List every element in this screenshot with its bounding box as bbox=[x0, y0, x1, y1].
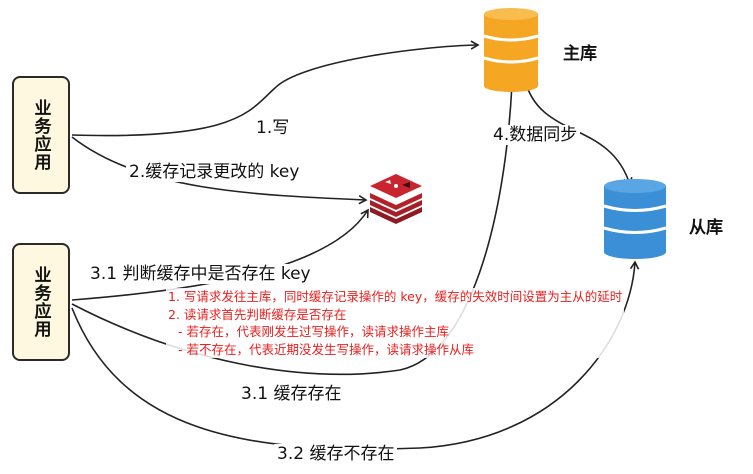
business-app-1-label: 业务应用 bbox=[30, 99, 51, 171]
explanation-note: 1. 写请求发往主库，同时缓存记录操作的 key，缓存的失效时间设置为主从的延时… bbox=[166, 288, 625, 358]
edge-label-cache-exists: 3.1 缓存存在 bbox=[238, 384, 345, 404]
master-database-icon bbox=[483, 8, 539, 92]
slave-database-icon bbox=[603, 179, 667, 259]
edge-write bbox=[71, 40, 480, 137]
note-line-1: 1. 写请求发往主库，同时缓存记录操作的 key，缓存的失效时间设置为主从的延时 bbox=[166, 288, 625, 306]
business-app-2-label: 业务应用 bbox=[30, 266, 51, 338]
edge-judge-cache bbox=[71, 208, 369, 301]
edge-label-cache-not-exists: 3.2 缓存不存在 bbox=[274, 444, 398, 464]
note-line-3: - 若存在，代表刚发生过写操作，读请求操作主库 bbox=[166, 323, 625, 341]
edge-label-cache-record: 2.缓存记录更改的 key bbox=[126, 162, 303, 182]
edge-label-judge-cache: 3.1 判断缓存中是否存在 key bbox=[87, 264, 314, 284]
master-db-label: 主库 bbox=[563, 44, 597, 64]
edge-label-sync: 4.数据同步 bbox=[490, 125, 581, 145]
slave-db-label: 从库 bbox=[689, 218, 723, 238]
business-app-2[interactable]: 业务应用 bbox=[12, 243, 70, 361]
note-line-4: - 若不存在，代表近期没发生写操作，读请求操作从库 bbox=[166, 340, 625, 358]
redis-icon bbox=[370, 174, 422, 224]
edge-label-write: 1.写 bbox=[256, 118, 290, 138]
business-app-1[interactable]: 业务应用 bbox=[12, 76, 70, 194]
edge-cache-record bbox=[71, 136, 368, 205]
note-line-2: 2. 读请求首先判断缓存是否存在 bbox=[166, 305, 625, 323]
